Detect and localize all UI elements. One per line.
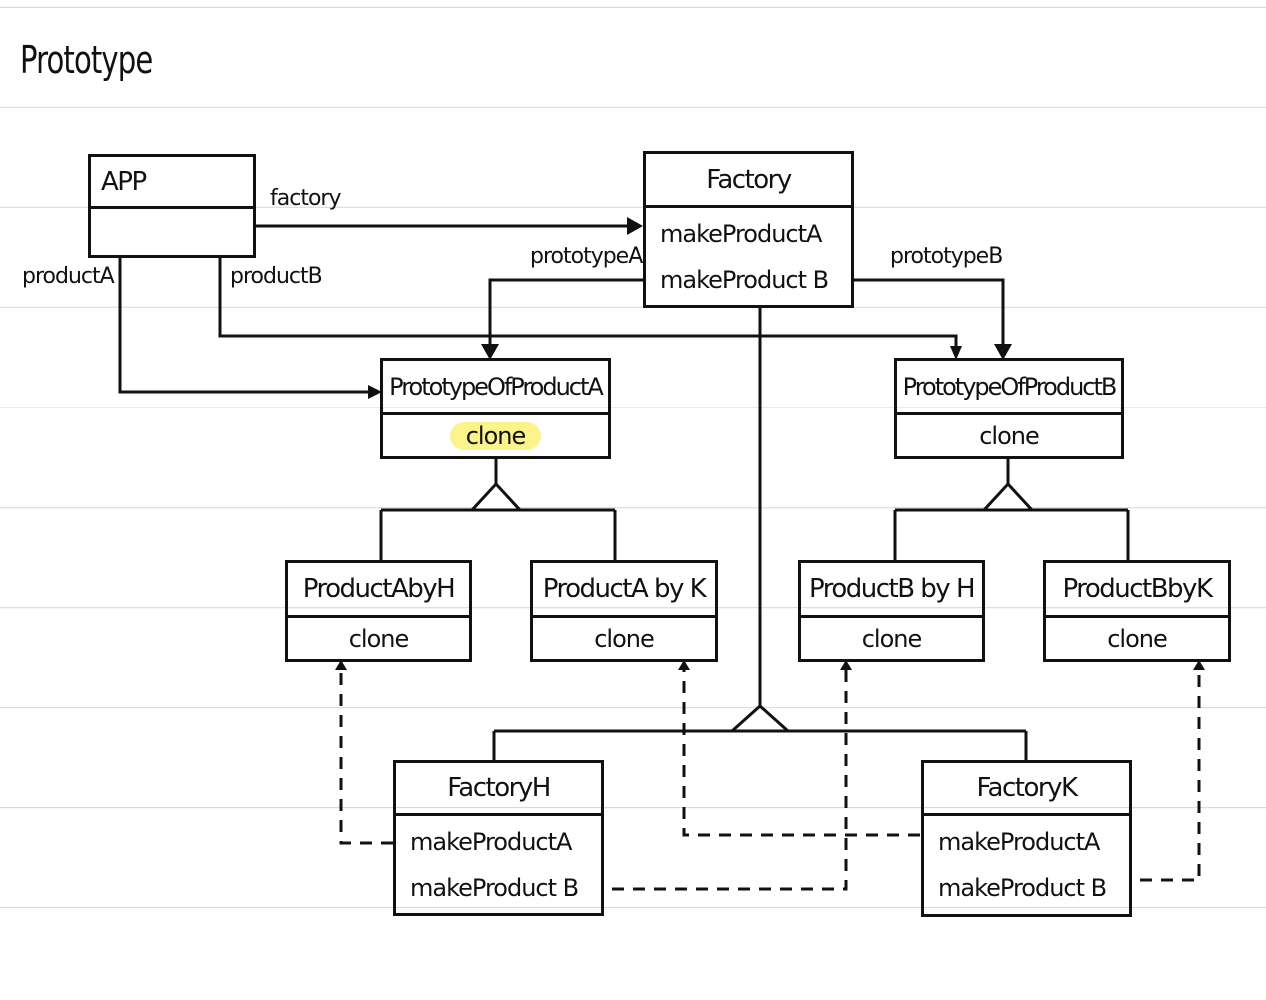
assoc-factory-prototype-b [853, 278, 1005, 348]
class-product-b-by-h: ProductB by H clone [798, 560, 985, 662]
class-product-a-h-name: ProductAbyH [288, 563, 469, 618]
arrowhead-dep-product-a-k [678, 660, 690, 670]
product-a-k-op-clone: clone [594, 624, 655, 653]
arrowhead-dep-product-b-k [1193, 660, 1205, 670]
label-prototype-b: prototypeB [890, 244, 1003, 269]
product-a-h-op-clone: clone [348, 624, 410, 653]
arrowhead-dep-product-b-h [840, 660, 852, 670]
factory-op-make-product-b: makeProduct B [660, 265, 829, 294]
label-prototype-a: prototypeA [530, 244, 643, 269]
class-factory-h-name: FactoryH [396, 763, 601, 816]
class-factory: Factory makeProductA makeProduct B [643, 151, 854, 308]
label-factory: factory [270, 186, 341, 211]
dep-factory-h-product-b [612, 668, 848, 891]
class-product-b-k-name: ProductBbyK [1046, 563, 1228, 618]
product-b-k-op-clone: clone [1107, 624, 1168, 653]
class-product-b-h-ops: clone [801, 618, 982, 659]
class-product-a-by-h: ProductAbyH clone [285, 560, 472, 662]
class-product-b-k-ops: clone [1046, 618, 1228, 659]
label-product-b: productB [230, 264, 323, 289]
class-prototype-of-product-a: PrototypeOfProductA clone [380, 358, 611, 459]
class-factory-h: FactoryH makeProductA makeProduct B [393, 760, 604, 916]
arrowhead-proto-a-from-app [368, 385, 382, 399]
class-prototype-b-name: PrototypeOfProductB [897, 361, 1121, 415]
dep-factory-k-product-b [1140, 668, 1201, 882]
label-product-a: productA [22, 264, 115, 289]
class-app: APP [88, 154, 256, 258]
prototype-b-op-clone: clone [979, 421, 1040, 450]
class-factory-k-name: FactoryK [924, 763, 1129, 816]
arrowhead-factory [627, 217, 643, 235]
class-factory-name: Factory [646, 154, 851, 208]
class-factory-h-ops: makeProductA makeProduct B [396, 816, 601, 913]
factory-k-op-make-product-a: makeProductA [938, 828, 1100, 856]
class-product-a-h-ops: clone [288, 618, 469, 659]
arrowhead-proto-b-from-factory [994, 344, 1012, 360]
assoc-app-product-a [118, 258, 372, 394]
prototype-a-op-clone: clone [449, 421, 542, 450]
arrowhead-proto-b-from-app [950, 346, 962, 360]
class-prototype-b-ops: clone [897, 415, 1121, 456]
inherit-triangle-proto-a [468, 481, 524, 512]
product-b-h-op-clone: clone [861, 624, 923, 653]
class-product-a-k-name: ProductA by K [533, 563, 715, 618]
class-product-a-k-ops: clone [533, 618, 715, 659]
inherit-triangle-proto-b [980, 481, 1036, 512]
factory-op-make-product-a: makeProductA [660, 219, 822, 248]
assoc-app-product-b [218, 258, 958, 350]
assoc-factory-prototype-a [488, 278, 643, 348]
class-app-name: APP [91, 157, 253, 209]
factory-h-op-make-product-b: makeProduct B [410, 873, 579, 902]
factory-h-op-make-product-a: makeProductA [410, 827, 572, 856]
class-prototype-of-product-b: PrototypeOfProductB clone [894, 358, 1124, 459]
class-product-b-h-name: ProductB by H [801, 563, 982, 618]
dep-factory-h-product-a [339, 668, 393, 845]
arrowhead-proto-a-from-factory [481, 344, 499, 360]
inherit-triangle-factory [728, 703, 792, 733]
dep-factory-k-product-a [682, 668, 920, 837]
class-prototype-a-name: PrototypeOfProductA [383, 361, 608, 415]
class-factory-k: FactoryK makeProductA makeProduct B [921, 760, 1132, 917]
class-factory-ops: makeProductA makeProduct B [646, 208, 851, 305]
factory-k-op-make-product-b: makeProduct B [938, 874, 1107, 902]
page-title: Prototype [20, 38, 153, 82]
class-factory-k-ops: makeProductA makeProduct B [924, 816, 1129, 914]
class-product-a-by-k: ProductA by K clone [530, 560, 718, 662]
class-app-body [91, 209, 253, 255]
class-prototype-a-ops: clone [383, 415, 608, 456]
class-product-b-by-k: ProductBbyK clone [1043, 560, 1231, 662]
arrowhead-dep-product-a-h [335, 660, 347, 670]
